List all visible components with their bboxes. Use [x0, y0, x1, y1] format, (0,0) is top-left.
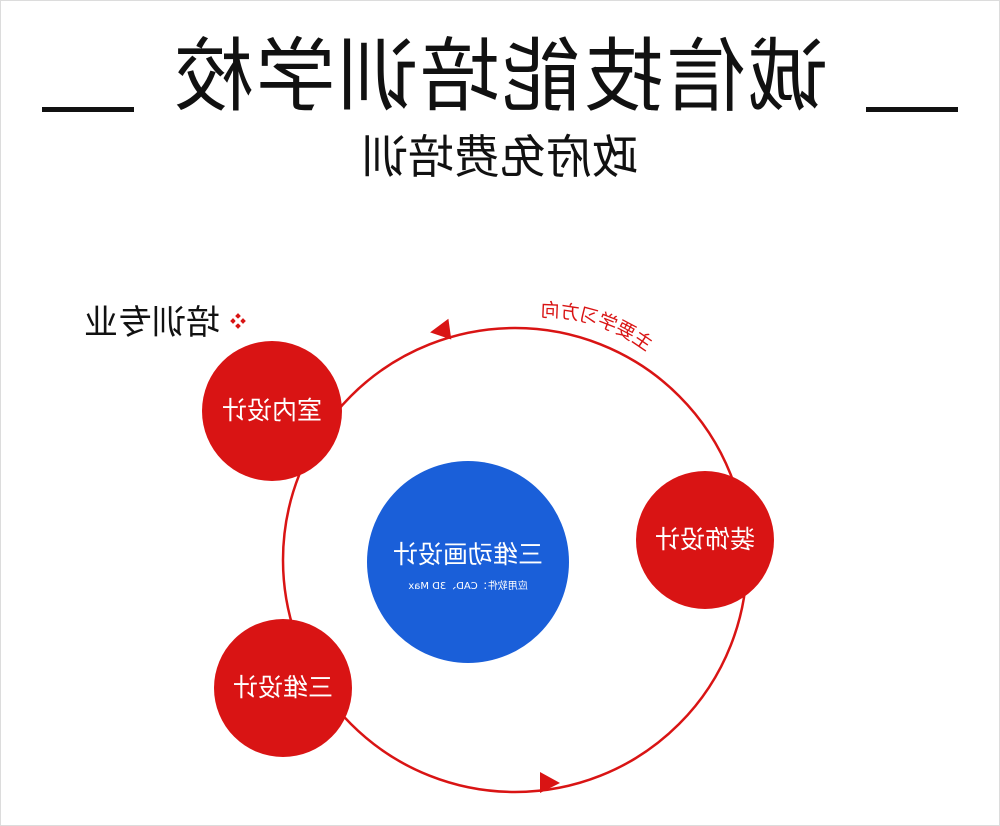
- node-circle-decoration: [636, 471, 774, 609]
- node-circle-3d: [214, 619, 352, 757]
- node-label-3d: 三维设计: [233, 673, 334, 702]
- diamond-pattern-icon: [228, 313, 248, 333]
- center-title: 三维动画设计: [393, 540, 544, 569]
- arc-label: 主要学习方向: [540, 299, 656, 355]
- node-label-decoration: 装饰设计: [655, 525, 756, 554]
- node-circle-interior: [202, 341, 342, 481]
- node-label-interior: 室内设计: [222, 396, 323, 425]
- arrow-top-icon: [430, 318, 452, 340]
- arrow-bottom-icon: [540, 772, 560, 793]
- center-subtitle: 应用软件：CAD、3D Max: [408, 581, 528, 592]
- center-circle: [367, 461, 569, 663]
